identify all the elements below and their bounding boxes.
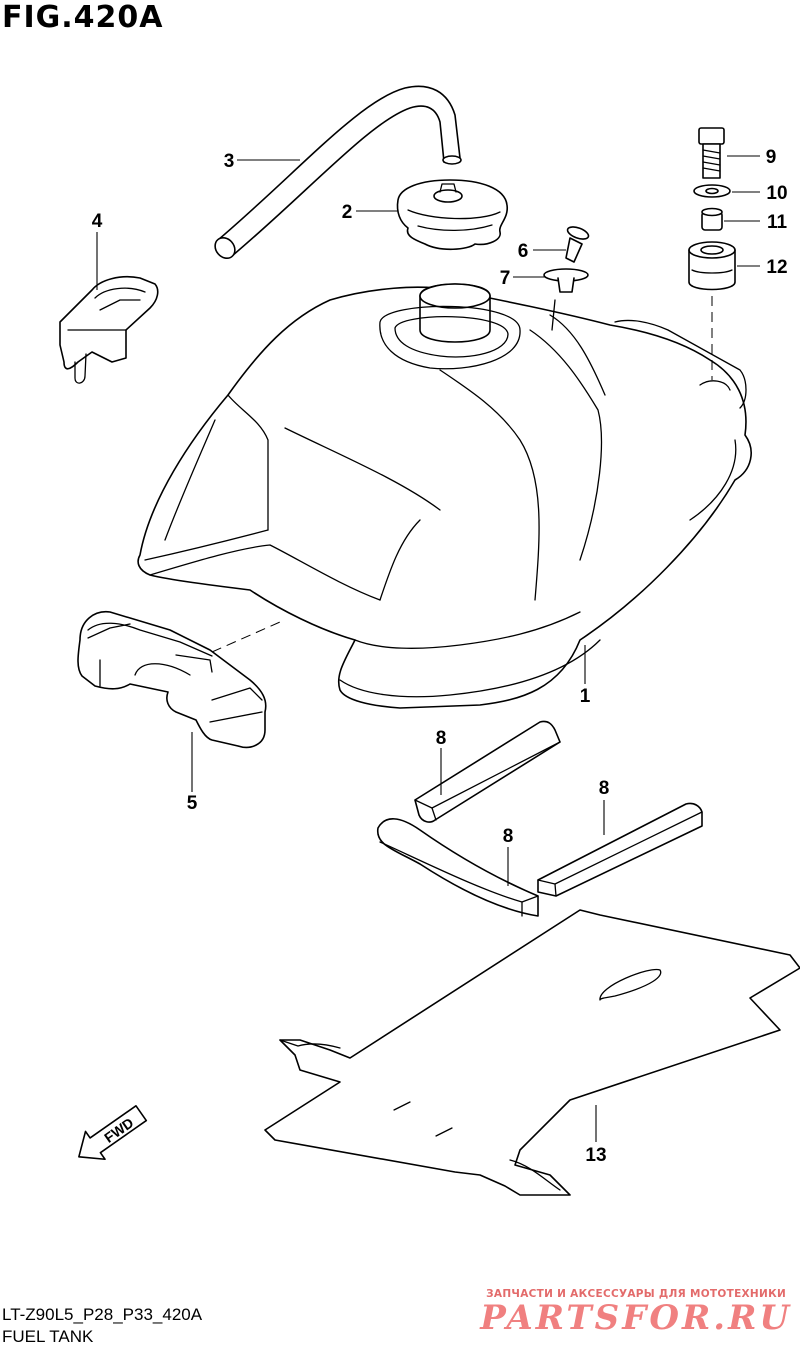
callout-8-curved: 8 [503,826,514,847]
rubber-washer [543,268,589,293]
screw [565,226,590,263]
callout-12: 12 [766,257,787,278]
callout-1: 1 [580,686,591,707]
model-code: LT-Z90L5_P28_P33_420A [2,1305,203,1324]
alignment-line-bracket [211,621,281,653]
cushion-pad-upper [414,720,561,823]
watermark: ЗАПЧАСТИ И АКСЕССУАРЫ ДЛЯ МОТОТЕХНИКИ PA… [480,1288,792,1336]
mounting-bolt [698,127,725,179]
callout-6: 6 [518,241,529,262]
callout-8-right: 8 [599,778,610,799]
figure-title: FIG.420A [2,0,164,35]
forward-direction-arrow: FWD [78,1105,148,1161]
footer: LT-Z90L5_P28_P33_420A FUEL TANK [2,1304,202,1348]
callout-4: 4 [92,211,103,232]
collar [701,207,723,231]
fuel-tank [137,283,752,709]
cushion-pad-curved [377,818,539,917]
watermark-tagline: ЗАПЧАСТИ И АКСЕССУАРЫ ДЛЯ МОТОТЕХНИКИ [486,1288,787,1300]
washer [693,184,731,198]
fuel-tank-cap [396,179,508,251]
heat-protector-sheet [264,909,800,1196]
mounting-bracket [59,275,159,384]
callout-11: 11 [767,212,788,233]
callout-3: 3 [224,151,235,172]
rubber-grommet [688,241,736,291]
callout-2: 2 [342,202,353,223]
callout-13: 13 [585,1145,606,1166]
callout-8-upper: 8 [436,728,447,749]
watermark-brand: PARTSFOR.RU [480,1298,792,1338]
callout-5: 5 [187,793,198,814]
section-name: FUEL TANK [2,1327,94,1346]
callout-10: 10 [766,183,787,204]
cushion-pad-right [537,802,703,897]
breather-hose [214,85,462,260]
callout-9: 9 [766,147,777,168]
tank-holder-bracket [77,611,267,749]
leader-lines [96,155,760,1142]
callout-7: 7 [500,268,511,289]
